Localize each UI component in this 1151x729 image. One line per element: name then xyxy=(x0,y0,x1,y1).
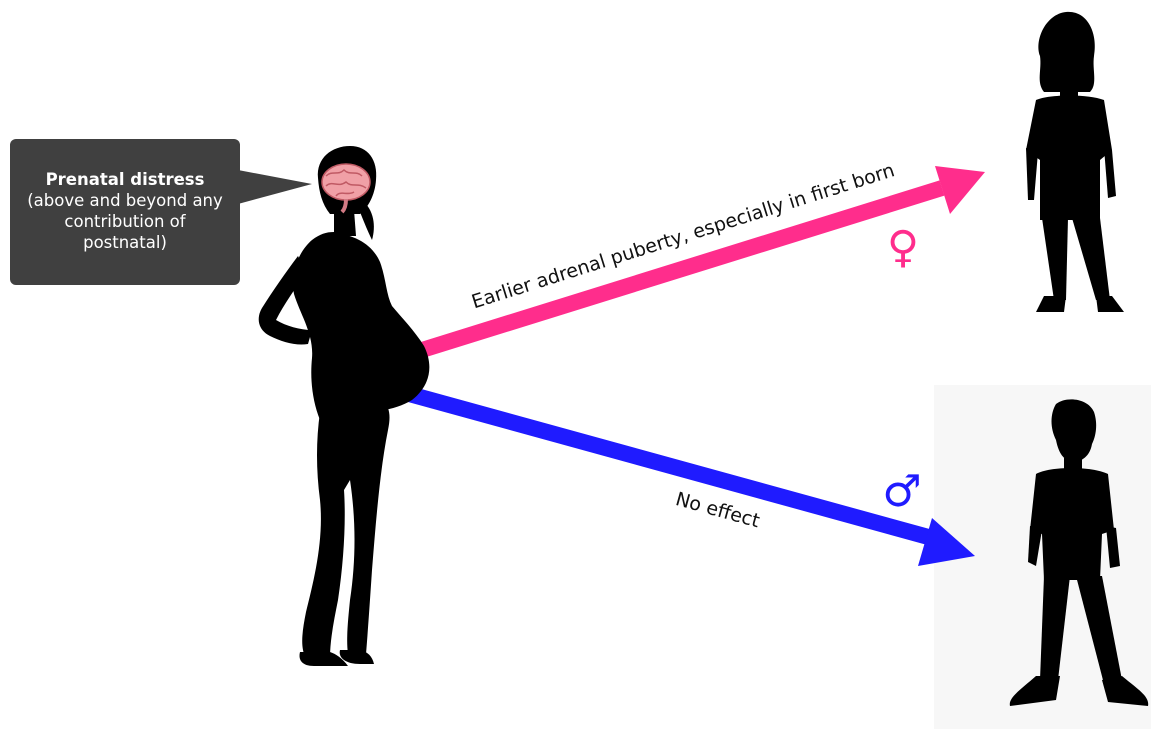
callout-pointer xyxy=(238,170,312,204)
pregnant-woman-silhouette xyxy=(259,146,430,666)
female-symbol-icon: ♀ xyxy=(887,222,919,273)
girls-arrow-label: Earlier adrenal puberty, especially in f… xyxy=(469,159,897,313)
male-symbol-icon: ♂ xyxy=(882,466,921,517)
girl-silhouette xyxy=(1026,12,1124,312)
